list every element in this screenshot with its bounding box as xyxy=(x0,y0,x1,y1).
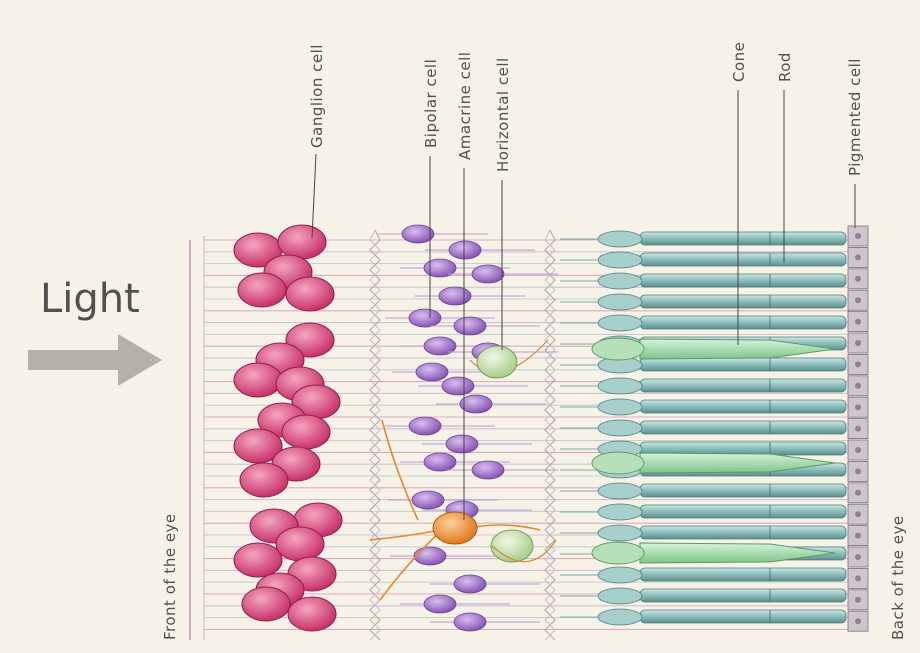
rod-cell xyxy=(640,232,846,245)
ganglion-leader xyxy=(312,154,316,238)
ganglion-cell-label: Ganglion cell xyxy=(308,44,326,148)
ganglion-cell xyxy=(282,415,330,449)
pigment-nucleus xyxy=(855,383,861,389)
pigmented-cell-label: Pigmented cell xyxy=(846,58,864,176)
rod-cell xyxy=(640,589,846,602)
bipolar-cell xyxy=(442,377,474,395)
horizontal-cell-label: Horizontal cell xyxy=(494,57,512,172)
bipolar-cell xyxy=(454,317,486,335)
ganglion-cell xyxy=(242,587,290,621)
pigment-nucleus xyxy=(855,233,861,239)
front-of-eye-label: Front of the eye xyxy=(161,513,179,640)
pigment-epithelium xyxy=(848,226,868,631)
rod-cell xyxy=(640,568,846,581)
rod-cell xyxy=(640,400,846,413)
rod-cell xyxy=(640,253,846,266)
ganglion-cell xyxy=(240,463,288,497)
bipolar-cell xyxy=(409,309,441,327)
rod-nucleus xyxy=(598,231,642,247)
pigment-nucleus xyxy=(855,254,861,260)
cone-nucleus xyxy=(592,452,644,474)
pigment-nucleus xyxy=(855,297,861,303)
amacrine-cell xyxy=(433,512,477,544)
bipolar-cell xyxy=(439,287,471,305)
ganglion-cell xyxy=(288,597,336,631)
bipolar-cell xyxy=(424,595,456,613)
rod-cell xyxy=(640,505,846,518)
pigment-nucleus xyxy=(855,468,861,474)
pigment-nucleus xyxy=(855,511,861,517)
bipolar-cell xyxy=(454,575,486,593)
pigment-nucleus xyxy=(855,533,861,539)
pigment-nucleus xyxy=(855,319,861,325)
ganglion-cell xyxy=(234,363,282,397)
pigment-nucleus xyxy=(855,340,861,346)
rod-nucleus xyxy=(598,504,642,520)
rod-label: Rod xyxy=(776,52,794,82)
rod-nucleus xyxy=(598,483,642,499)
pigment-nucleus xyxy=(855,426,861,432)
rod-cell xyxy=(640,274,846,287)
bipolar-cell xyxy=(416,363,448,381)
bipolar-cell xyxy=(412,491,444,509)
light-label: Light xyxy=(40,276,140,322)
photoreceptor-layer xyxy=(560,231,846,625)
rod-nucleus xyxy=(598,609,642,625)
horizontal-cell xyxy=(491,530,533,562)
bipolar-cell xyxy=(402,225,434,243)
pigment-nucleus xyxy=(855,447,861,453)
rod-nucleus xyxy=(598,273,642,289)
rod-cell xyxy=(640,358,846,371)
bipolar-cell xyxy=(409,417,441,435)
rod-nucleus xyxy=(598,525,642,541)
bipolar-cell xyxy=(460,395,492,413)
rod-nucleus xyxy=(598,420,642,436)
rod-nucleus xyxy=(598,315,642,331)
ganglion-cell xyxy=(278,225,326,259)
cone-nucleus xyxy=(592,542,644,564)
pigment-nucleus xyxy=(855,361,861,367)
ganglion-cell xyxy=(276,527,324,561)
bipolar-cell xyxy=(472,461,504,479)
back-of-eye-label: Back of the eye xyxy=(889,515,907,640)
horizontal-cell xyxy=(477,346,517,378)
rod-cell xyxy=(640,421,846,434)
bipolar-cell xyxy=(449,241,481,259)
pigment-nucleus xyxy=(855,554,861,560)
bipolar-cell-label: Bipolar cell xyxy=(422,59,440,148)
cone-nucleus xyxy=(592,338,644,360)
rod-nucleus xyxy=(598,378,642,394)
rod-cell xyxy=(640,379,846,392)
cone-label: Cone xyxy=(730,42,748,82)
rod-nucleus xyxy=(598,252,642,268)
pigment-nucleus xyxy=(855,276,861,282)
ganglion-cell xyxy=(238,273,286,307)
bipolar-cell xyxy=(414,547,446,565)
pigment-nucleus xyxy=(855,404,861,410)
amacrine-cell-label: Amacrine cell xyxy=(456,52,474,160)
rod-nucleus xyxy=(598,567,642,583)
bipolar-cell xyxy=(446,435,478,453)
pigment-nucleus xyxy=(855,490,861,496)
rod-nucleus xyxy=(598,294,642,310)
light-arrow-icon xyxy=(28,334,162,386)
pigment-nucleus xyxy=(855,597,861,603)
ganglion-cell xyxy=(286,277,334,311)
rod-cell xyxy=(640,484,846,497)
bipolar-cell xyxy=(454,613,486,631)
rod-cell xyxy=(640,610,846,623)
rod-cell xyxy=(640,316,846,329)
pigment-nucleus xyxy=(855,575,861,581)
bipolar-cell xyxy=(424,453,456,471)
ganglion-cell xyxy=(234,543,282,577)
rod-cell xyxy=(640,526,846,539)
rod-nucleus xyxy=(598,399,642,415)
bipolar-cell xyxy=(472,265,504,283)
rod-cell xyxy=(640,295,846,308)
pigment-nucleus xyxy=(855,618,861,624)
rod-nucleus xyxy=(598,588,642,604)
